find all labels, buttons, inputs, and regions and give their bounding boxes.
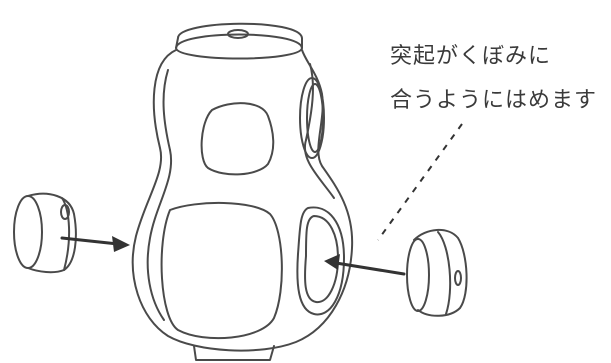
robot-body bbox=[131, 22, 354, 361]
top-hole bbox=[227, 29, 249, 39]
front-window bbox=[200, 102, 275, 176]
left-arrow bbox=[60, 236, 130, 252]
right-arrow bbox=[324, 254, 406, 276]
leader-line bbox=[377, 123, 463, 241]
left-wheel bbox=[13, 192, 77, 274]
annotation-line-1: 突起がくぼみに bbox=[390, 44, 552, 69]
right-wheel bbox=[406, 229, 468, 317]
lower-right-socket bbox=[296, 206, 345, 316]
front-panel bbox=[160, 201, 283, 340]
annotation-line-2: 合うようにはめます bbox=[390, 88, 598, 113]
